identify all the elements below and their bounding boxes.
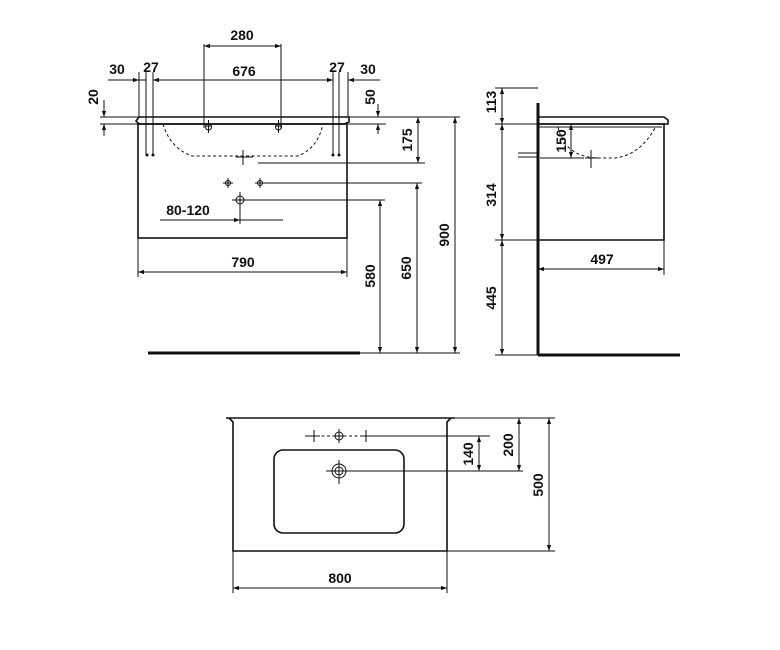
top-drain: [326, 460, 352, 484]
dim-side-depth: 497: [590, 251, 614, 267]
front-wall-outlets: [223, 178, 265, 210]
top-faucet-holes: [308, 429, 372, 443]
dim-side-cabinet: 314: [483, 183, 499, 207]
dim-faucet-spacing: 280: [230, 27, 254, 43]
side-countertop: [538, 116, 669, 125]
top-basin: [273, 449, 405, 534]
dim-side-floor: 445: [483, 286, 499, 310]
dim-total-900: 900: [436, 223, 452, 247]
dim-top-140: 140: [460, 442, 476, 466]
side-view: 113 314 445 150 497: [483, 87, 680, 357]
dim-right-offset: 30: [360, 61, 376, 77]
dim-drain-height: 580: [362, 264, 378, 288]
front-basin-drain-mark: [236, 150, 253, 165]
dim-total-650: 650: [398, 256, 414, 280]
front-faucet-hole-left: [205, 120, 212, 133]
front-countertop: [134, 116, 350, 125]
dim-right-top: 50: [362, 89, 378, 105]
dim-side-top: 113: [483, 90, 499, 113]
front-cabinet: [137, 123, 348, 239]
dim-hole-width: 676: [232, 63, 256, 79]
side-cabinet: [538, 123, 665, 241]
dim-left-inset: 27: [143, 59, 159, 75]
dim-drain-offset: 80-120: [166, 202, 210, 218]
front-view: 280 30 27 676 27 30 20 50: [85, 27, 460, 355]
dim-right-inset: 27: [329, 59, 345, 75]
dim-basin-depth: 175: [399, 128, 415, 152]
dim-side-bowl: 150: [553, 129, 569, 153]
top-view: 140 200 500 800: [226, 417, 555, 593]
dim-top-800: 800: [328, 570, 352, 586]
top-countertop: [228, 417, 452, 552]
dim-top-200: 200: [500, 433, 516, 457]
side-basin-hidden: [557, 126, 656, 159]
dim-top-500: 500: [530, 473, 546, 497]
dim-left-offset: 30: [109, 61, 125, 77]
dim-cabinet-width: 790: [231, 254, 255, 270]
dim-top-thickness: 20: [85, 89, 101, 105]
